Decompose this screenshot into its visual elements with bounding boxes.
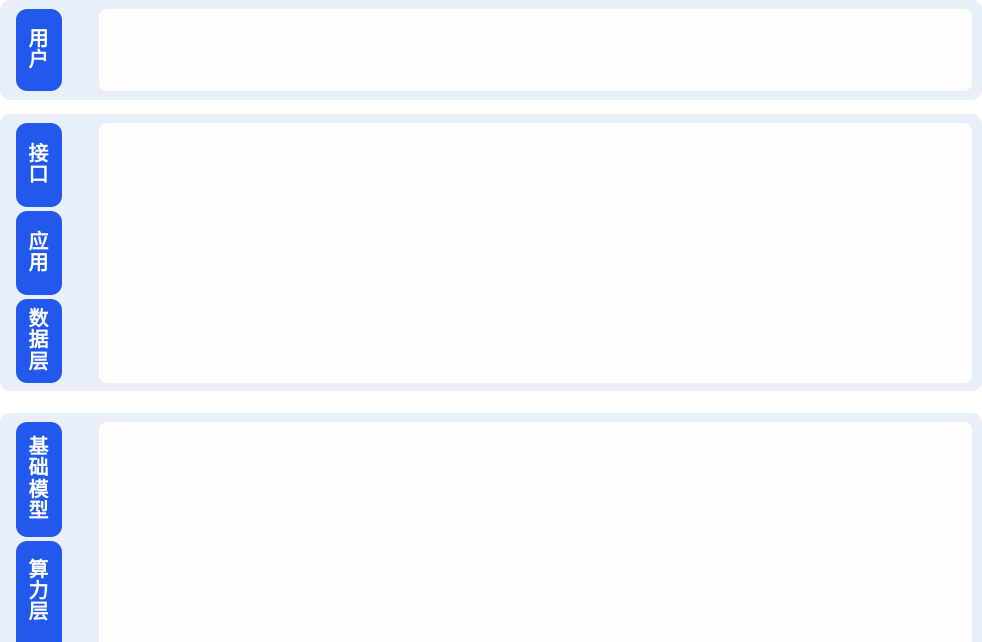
- layer-tab-foundation-model[interactable]: 基础模型: [16, 422, 62, 537]
- layer-tab-data[interactable]: 数据层: [16, 299, 62, 383]
- layer-tab-label-compute: 算力层: [28, 558, 50, 624]
- layer-tab-label-users: 用户: [28, 27, 50, 71]
- layer-tab-label-application: 应用: [28, 230, 50, 274]
- layer-tab-label-foundation-model: 基础模型: [28, 436, 50, 522]
- layer-tab-users[interactable]: 用户: [16, 9, 62, 91]
- layer-content-panel-users: [99, 9, 972, 91]
- layer-tab-label-interface: 接口: [28, 142, 50, 186]
- layer-tab-label-data: 数据层: [28, 308, 50, 373]
- layer-content-panel-base: [99, 422, 972, 642]
- layer-tab-application[interactable]: 应用: [16, 211, 62, 295]
- layer-tab-compute[interactable]: 算力层: [16, 541, 62, 642]
- layer-tab-interface[interactable]: 接口: [16, 123, 62, 207]
- layer-content-panel-middle: [99, 123, 972, 383]
